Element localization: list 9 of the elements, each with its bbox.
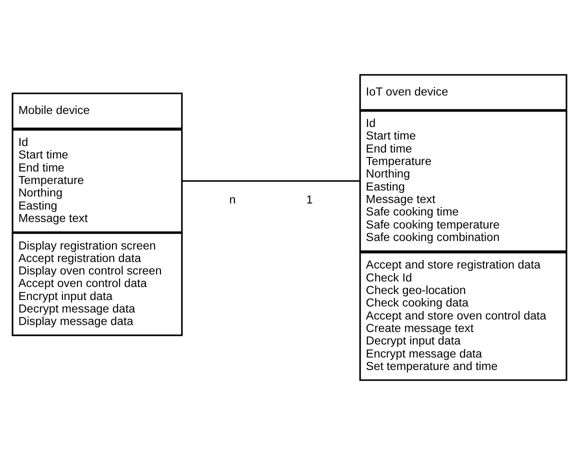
- node-box: IoT oven device: [359, 74, 568, 110]
- node-box: Mobile device: [12, 92, 183, 129]
- node-box: Id Start time End time Temperature Northing Easting Message text Safe cooking time Safe cooking temperature Safe cooking combination: [359, 110, 568, 252]
- label: 1: [306, 193, 313, 206]
- label: n: [229, 193, 236, 206]
- node-box: Display registration screen Accept registration data Display oven control screen Accept oven control data Encrypt input data Decrypt message data Display message data: [12, 232, 183, 336]
- node-box: Id Start time End time Temperature Northing Easting Message text: [12, 128, 183, 232]
- connector: [182, 180, 360, 182]
- node-box: Accept and store registration data Check Id Check geo-location Check cooking data Accept and store oven control data Create message text Decrypt input data Encrypt message data Set temperature and time: [359, 251, 568, 380]
